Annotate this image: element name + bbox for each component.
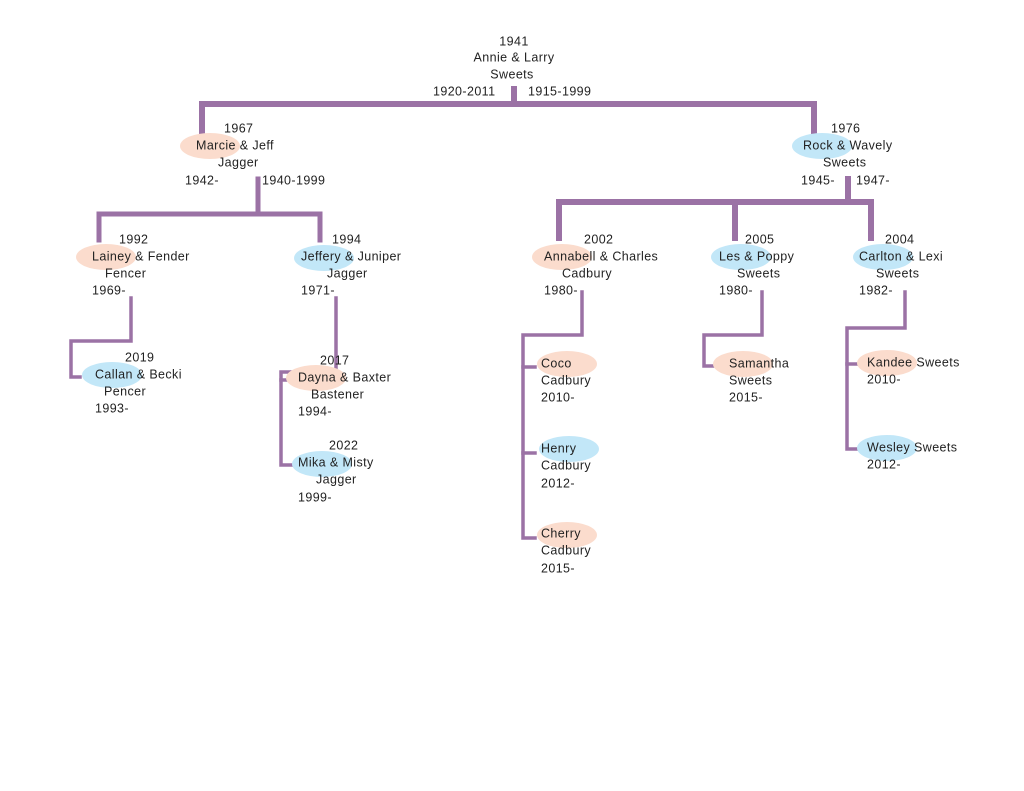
couple-names: Rock & Wavely	[803, 138, 893, 153]
couple-names: Jeffery & Juniper	[301, 249, 402, 264]
dates: 2012-	[867, 457, 901, 472]
couple-names: Annabell & Charles	[544, 249, 659, 264]
dates: 2015-	[729, 390, 763, 405]
surname: Sweets	[876, 266, 920, 281]
dates-left: 1942-	[185, 173, 219, 188]
couple-names: Mika & Misty	[298, 455, 374, 470]
surname: Jagger	[218, 155, 259, 170]
female-highlight	[537, 522, 597, 548]
dates-right: 1947-	[856, 173, 890, 188]
dates: 2012-	[541, 476, 575, 491]
surname: Pencer	[104, 384, 147, 399]
couple-names: Dayna & Baxter	[298, 370, 392, 385]
dates: 1994-	[298, 404, 332, 419]
gen3-connectors	[69, 290, 907, 540]
marriage-year: 1994	[332, 232, 362, 247]
surname: Cadbury	[562, 266, 613, 281]
marriage-year: 1976	[831, 121, 861, 136]
couple-names: Annie & Larry	[473, 50, 555, 65]
dates: 1980-	[544, 283, 578, 298]
dates: 2010-	[867, 372, 901, 387]
female-highlight	[76, 244, 136, 270]
male-highlight	[82, 362, 142, 388]
male-highlight	[711, 244, 771, 270]
surname: Sweets	[737, 266, 781, 281]
dates-left: 1945-	[801, 173, 835, 188]
marriage-year: 2022	[329, 438, 359, 453]
male-highlight	[857, 435, 917, 461]
marriage-year: 2004	[885, 232, 915, 247]
couple-names: Carlton & Lexi	[859, 249, 944, 264]
name: Coco	[541, 356, 572, 371]
marriage-year: 1967	[224, 121, 254, 136]
dates-left: 1920-2011	[433, 84, 496, 99]
dates: 1993-	[95, 401, 129, 416]
female-highlight	[286, 365, 346, 391]
dates: 1980-	[719, 283, 753, 298]
surname: Fencer	[105, 266, 147, 281]
marcie-connectors	[96, 176, 323, 243]
surname: Bastener	[311, 387, 365, 402]
surname: Sweets	[823, 155, 867, 170]
root-connectors	[199, 86, 817, 141]
surname: Jagger	[327, 266, 368, 281]
name: Henry	[541, 441, 577, 456]
surname: Cadbury	[541, 458, 592, 473]
name: Wesley Sweets	[867, 440, 958, 455]
male-highlight	[539, 436, 599, 462]
surname: Jagger	[316, 472, 357, 487]
surname: Sweets	[490, 67, 534, 82]
marriage-year: 2017	[320, 353, 350, 368]
female-highlight	[180, 133, 240, 159]
dates: 1971-	[301, 283, 335, 298]
male-highlight	[853, 244, 913, 270]
couple-names: Les & Poppy	[719, 249, 795, 264]
surname: Cadbury	[541, 543, 592, 558]
name: Kandee Sweets	[867, 355, 960, 370]
marriage-year: 2005	[745, 232, 775, 247]
rock-connectors	[556, 176, 874, 241]
female-highlight	[537, 351, 597, 377]
name: Cherry	[541, 526, 581, 541]
dates-right: 1915-1999	[528, 84, 592, 99]
female-highlight	[713, 351, 773, 377]
female-highlight	[532, 244, 592, 270]
male-highlight	[292, 451, 352, 477]
dates: 2010-	[541, 390, 575, 405]
dates: 1999-	[298, 490, 332, 505]
surname: Cadbury	[541, 373, 592, 388]
marriage-year: 1941	[499, 34, 529, 49]
surname: Sweets	[729, 373, 773, 388]
dates: 1982-	[859, 283, 893, 298]
dates-right: 1940-1999	[262, 173, 326, 188]
dates: 1969-	[92, 283, 126, 298]
marriage-year: 1992	[119, 232, 149, 247]
male-highlight	[792, 133, 852, 159]
name: Samantha	[729, 356, 790, 371]
couple-names: Callan & Becki	[95, 367, 182, 382]
couple-names: Marcie & Jeff	[196, 138, 274, 153]
male-highlight	[294, 245, 354, 271]
marriage-year: 2002	[584, 232, 614, 247]
couple-names: Lainey & Fender	[92, 249, 190, 264]
marriage-year: 2019	[125, 350, 155, 365]
dates: 2015-	[541, 561, 575, 576]
female-highlight	[857, 350, 917, 376]
